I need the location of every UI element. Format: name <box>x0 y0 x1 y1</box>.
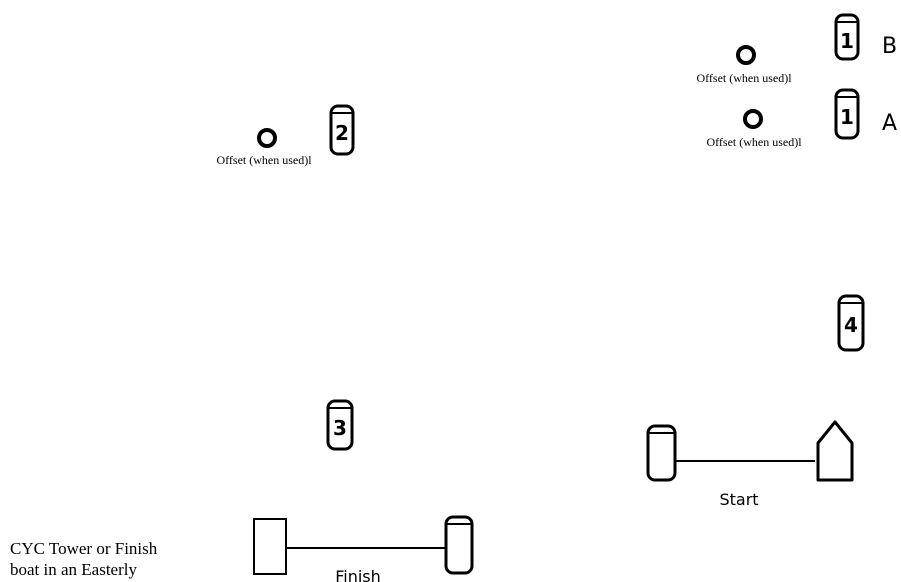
offset-a-buoy <box>743 109 763 129</box>
mark-1b-number: 1 <box>840 29 854 53</box>
offset-b-buoy <box>736 45 756 65</box>
mark-4: 4 <box>837 294 865 352</box>
start-label: Start <box>719 490 758 509</box>
offset-a-label: Offset (when used)l <box>706 135 802 149</box>
mark-1a-label: A <box>882 111 897 136</box>
mark-1a-number: 1 <box>840 105 854 129</box>
mark-4-number: 4 <box>844 313 858 337</box>
mark-1a: 1 <box>834 88 860 140</box>
tower-note: CYC Tower or Finish boat in an Easterly <box>10 539 158 579</box>
mark-3: 3 <box>326 399 354 451</box>
start-line <box>646 420 854 482</box>
finish-buoy <box>444 515 474 575</box>
offset-2-buoy <box>257 128 277 148</box>
finish-tower <box>253 518 287 575</box>
mark-2: 2 <box>329 104 355 156</box>
offset-b-label: Offset (when used)l <box>696 71 792 85</box>
mark-1b-label: B <box>882 34 897 59</box>
finish-label: Finish <box>335 567 381 582</box>
mark-3-number: 3 <box>333 416 347 440</box>
mark-2-number: 2 <box>335 121 349 145</box>
mark-1b: 1 <box>834 13 860 61</box>
finish-line <box>253 515 474 575</box>
start-committee-boat <box>816 420 854 482</box>
start-pin-buoy <box>646 424 677 482</box>
offset-2-label: Offset (when used)l <box>216 153 312 167</box>
